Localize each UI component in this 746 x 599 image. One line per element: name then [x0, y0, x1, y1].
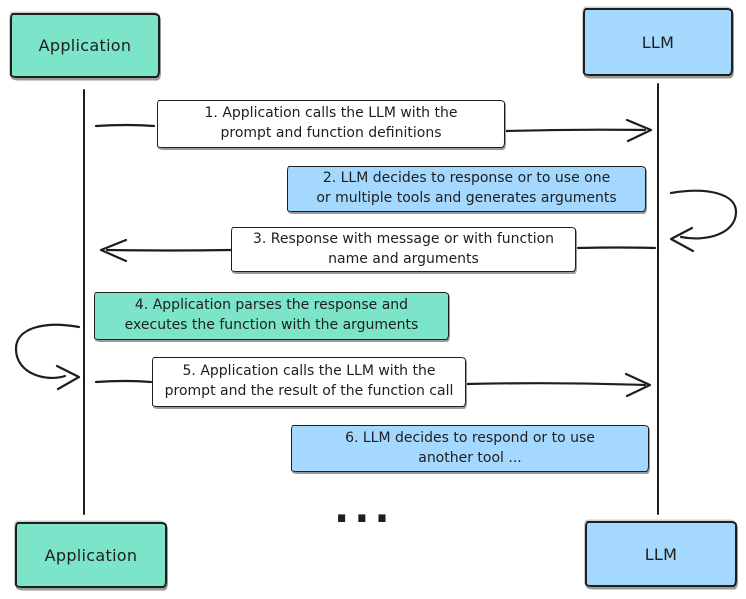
continuation-ellipsis: ... — [334, 486, 395, 532]
message-line: 3. Response with message or with functio… — [252, 230, 555, 247]
message-line: 2. LLM decides to response or to use one — [322, 170, 611, 187]
message-1-label: 1. Application calls the LLM with the pr… — [157, 100, 505, 148]
actor-label: Application — [44, 545, 138, 565]
arrowhead-left-icon — [669, 226, 695, 253]
message-line: prompt and function definitions — [220, 125, 442, 141]
llm-self-loop-arrow — [669, 189, 738, 253]
message-line: executes the function with the arguments — [124, 317, 419, 333]
actor-label: LLM — [644, 544, 678, 564]
actor-llm-top: LLM — [583, 8, 733, 76]
message-2-llm-note: 2. LLM decides to response or to use one… — [287, 166, 646, 212]
actor-application-top: Application — [10, 13, 160, 78]
message-line: name and arguments — [328, 250, 479, 267]
arrowhead-right-icon — [624, 372, 652, 398]
actor-label: Application — [38, 36, 132, 55]
message-line: 6. LLM decides to respond or to use — [345, 429, 595, 446]
arrowhead-left-icon — [99, 238, 128, 263]
arrowhead-right-icon — [55, 364, 81, 391]
message-5-label: 5. Application calls the LLM with the pr… — [152, 357, 466, 407]
message-line: 1. Application calls the LLM with the — [204, 105, 458, 122]
message-4-application-note: 4. Application parses the response and e… — [94, 292, 449, 340]
arrowhead-right-icon — [625, 118, 653, 143]
actor-llm-bottom: LLM — [585, 521, 737, 587]
message-line: another tool ... — [418, 449, 522, 466]
message-line: or multiple tools and generates argument… — [316, 190, 617, 206]
message-line: 5. Application calls the LLM with the — [182, 363, 436, 380]
application-self-loop-arrow — [14, 323, 81, 391]
actor-label: LLM — [641, 32, 675, 52]
message-6-llm-note: 6. LLM decides to respond or to use anot… — [291, 425, 649, 472]
message-line: 4. Application parses the response and — [134, 297, 409, 314]
actor-application-bottom: Application — [15, 522, 167, 588]
message-3-label: 3. Response with message or with functio… — [231, 227, 576, 272]
message-line: prompt and the result of the function ca… — [164, 383, 454, 399]
